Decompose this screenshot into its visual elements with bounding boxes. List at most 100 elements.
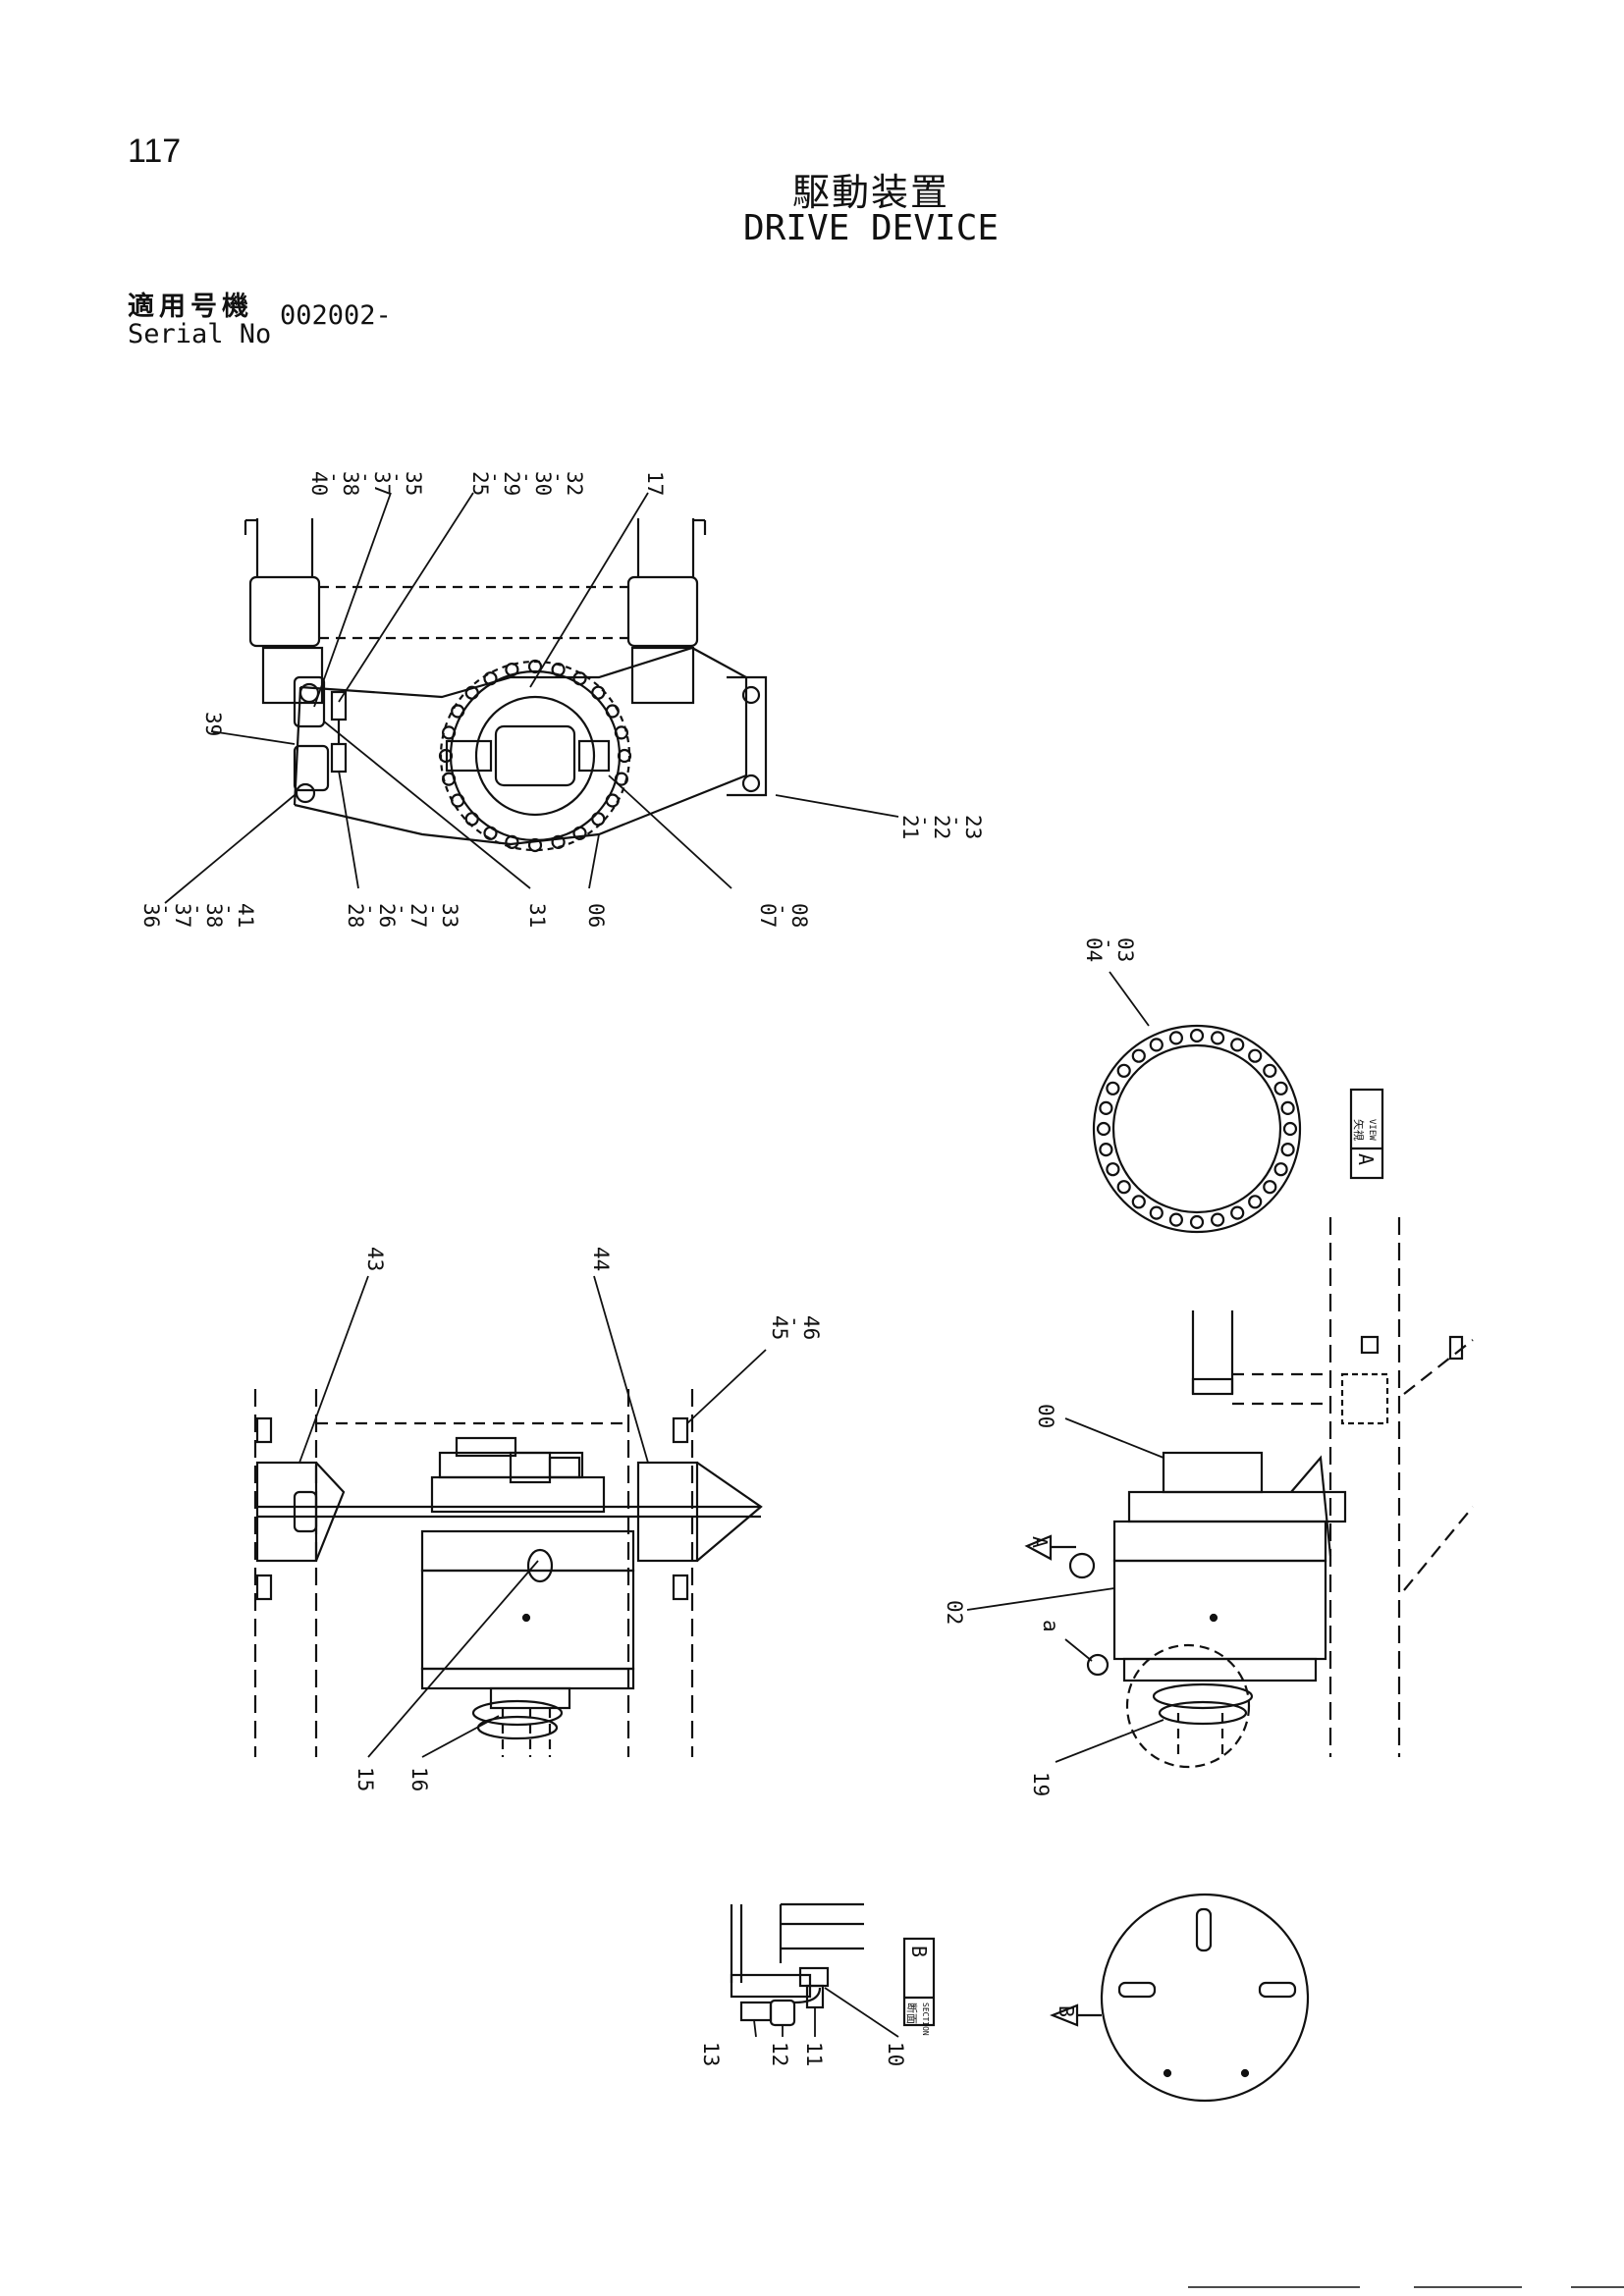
page-title: DRIVE DEVICE xyxy=(742,208,1000,248)
bolt-hole xyxy=(464,812,479,827)
bolt-hole xyxy=(1280,1100,1295,1116)
bolt-holes-view-a xyxy=(1096,1028,1298,1230)
callout-19: 19 xyxy=(1029,1772,1053,1796)
bolt-hole xyxy=(1149,1038,1164,1052)
bolt-hole xyxy=(551,834,566,850)
callout-13: 13 xyxy=(699,2042,723,2066)
section-b-letter: B xyxy=(907,1946,931,1957)
bolt-hole xyxy=(1230,1038,1245,1052)
bolt-hole xyxy=(438,748,454,764)
bolt-hole xyxy=(1263,1063,1277,1078)
callout-04: 04-03 xyxy=(1082,937,1137,962)
bolt-hole xyxy=(1099,1142,1113,1157)
callout-06: 06 xyxy=(584,903,608,928)
bolt-holes-top xyxy=(438,659,632,853)
bolt-hole xyxy=(1189,1028,1205,1043)
bolt-hole xyxy=(1131,1048,1146,1063)
bolt-hole xyxy=(1106,1162,1120,1177)
bolt-hole xyxy=(591,812,606,827)
bolt-hole xyxy=(1168,1031,1184,1045)
bolt-hole xyxy=(1273,1162,1288,1177)
section-b-leaders xyxy=(753,1987,899,2038)
page-number: 117 xyxy=(128,133,182,170)
bolt-hole xyxy=(1116,1063,1131,1078)
view-a-flange xyxy=(1092,971,1302,1234)
callout-a: a xyxy=(1039,1620,1062,1632)
view-b-cover xyxy=(1050,1893,1310,2103)
bolt-hole xyxy=(1189,1214,1205,1230)
bolt-hole xyxy=(572,671,587,686)
bolt-hole xyxy=(1106,1081,1120,1095)
callout-40: 40-38-37-35 xyxy=(307,471,425,496)
view-a-label-en: VIEW xyxy=(1367,1119,1377,1141)
serial-label-japanese: 適用号機 xyxy=(128,292,253,322)
callout-00: 00 xyxy=(1034,1404,1057,1428)
page-title-japanese: 駆動装置 xyxy=(791,171,949,214)
bolt-hole xyxy=(605,793,620,808)
bolt-hole xyxy=(1116,1180,1131,1195)
bolt-hole xyxy=(505,834,519,850)
bolt-hole xyxy=(451,704,465,719)
bolt-hole xyxy=(464,685,479,700)
callout-07: 07-08 xyxy=(756,903,811,928)
callout-31: 31 xyxy=(525,903,549,928)
bolt-hole xyxy=(1131,1195,1146,1209)
bolt-hole xyxy=(1273,1081,1288,1095)
bolt-hole xyxy=(605,704,620,719)
view-a-label-jp: 矢視 xyxy=(1352,1119,1366,1141)
bolt-hole xyxy=(1248,1048,1263,1063)
callout-28: 28-26-27-33 xyxy=(344,903,461,928)
side-view-leaders xyxy=(966,1417,1164,1763)
bolt-hole xyxy=(483,826,498,840)
front-view-leaders xyxy=(298,1275,767,1758)
bolt-hole xyxy=(442,725,457,740)
callout-36: 36-37-38-41 xyxy=(139,903,257,928)
side-view-assembly xyxy=(1024,1217,1474,1769)
bolt-hole xyxy=(1099,1100,1113,1116)
callout-44: 44 xyxy=(589,1247,613,1271)
callout-15: 15 xyxy=(353,1767,377,1791)
bolt-hole xyxy=(614,772,629,786)
callout-39: 39 xyxy=(201,712,225,736)
bolt-hole xyxy=(483,671,498,686)
bolt-hole xyxy=(1282,1121,1298,1137)
serial-label: Serial No xyxy=(128,319,272,349)
bolt-hole xyxy=(505,662,519,677)
bolt-hole xyxy=(1263,1180,1277,1195)
bolt-hole xyxy=(614,725,629,740)
bolt-hole xyxy=(572,826,587,840)
view-a-label xyxy=(1349,1088,1384,1180)
view-a-letter: A xyxy=(1354,1153,1378,1165)
section-b-detail xyxy=(730,1902,936,2027)
bolt-hole xyxy=(1168,1212,1184,1227)
bolt-hole xyxy=(451,793,465,808)
top-view-assembly xyxy=(244,518,768,852)
callout-11: 11 xyxy=(802,2042,826,2066)
bolt-hole xyxy=(1210,1212,1225,1227)
callout-12: 12 xyxy=(768,2042,791,2066)
bolt-hole xyxy=(551,662,566,677)
bolt-hole xyxy=(1230,1205,1245,1220)
view-arrow-b-letter: B xyxy=(1055,2005,1078,2017)
bolt-hole xyxy=(527,837,543,853)
section-b-label-jp: 断面 xyxy=(905,2002,919,2024)
view-arrow-a-letter: A xyxy=(1028,1536,1052,1548)
front-view-assembly xyxy=(253,1389,763,1757)
callout-labels: 40-38-37-35 25-29-30-32 17 39 21-22-23 3… xyxy=(139,471,1137,2066)
bolt-hole xyxy=(442,772,457,786)
callout-21: 21-22-23 xyxy=(898,815,985,839)
callout-16: 16 xyxy=(407,1767,431,1791)
bolt-hole xyxy=(1149,1205,1164,1220)
bolt-hole xyxy=(1210,1031,1225,1045)
callout-17: 17 xyxy=(643,471,667,496)
section-b-label-en: SECTION xyxy=(921,2002,930,2036)
bolt-hole xyxy=(617,748,632,764)
callout-25: 25-29-30-32 xyxy=(468,471,586,496)
top-view-leaders xyxy=(164,492,899,904)
bolt-hole xyxy=(591,685,606,700)
callout-43: 43 xyxy=(363,1247,387,1271)
bolt-hole xyxy=(527,659,543,674)
bolt-hole xyxy=(1280,1142,1295,1157)
callout-45: 45-46 xyxy=(768,1315,823,1340)
